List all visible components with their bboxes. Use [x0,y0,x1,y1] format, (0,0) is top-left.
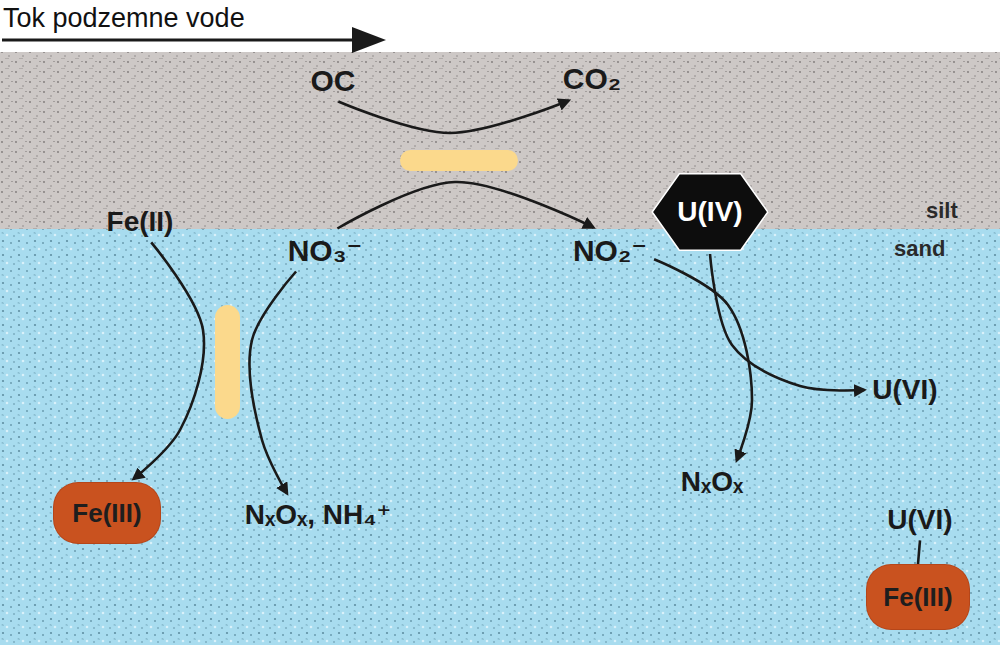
hexagon-fill [652,174,768,250]
species-label: NO₂⁻ [573,234,647,267]
product-label: U(VI) [868,373,941,408]
species-name: Fe(III) [883,583,952,612]
flow-arrow-shaft [2,39,360,42]
product-label: NₓOₓ [677,465,748,500]
layer-name: silt [926,198,958,224]
product-label: NₓOₓ, NH₄⁺ [241,498,396,533]
sorption-link [918,540,920,564]
reaction-arrow [250,272,297,494]
reaction-arrow [338,101,568,134]
species-name: Fe(III) [72,499,141,528]
species-label: NO₃⁻ [288,234,363,267]
species-label: CO₂ [563,62,621,95]
species-label: U(VI) [872,375,937,406]
species-label: U(VI) [887,505,952,536]
reaction-arrow [710,254,864,390]
reactant-label: OC [307,62,360,99]
silt-layer [0,52,1000,229]
reaction-arrow [134,242,204,479]
iron-oxide-blob: Fe(III) [867,565,968,629]
intermediate-label: NO₂⁻ [569,232,651,269]
reaction-arrow [654,259,752,460]
species-label: OC [311,64,356,97]
iron-oxide-blob: Fe(III) [54,483,160,543]
species-label: NₓOₓ, NH₄⁺ [245,500,392,531]
reaction-arrow [337,182,593,229]
catalyst-bar [215,305,240,419]
species-label: NₓOₓ [681,467,744,498]
flow-arrow-head [352,27,386,53]
species-label: Fe(II) [107,207,174,238]
flow-direction-label: Tok podzemne vode [3,3,245,34]
sorbed-uranium-label: U(VI) [883,503,956,538]
species-name: U(IV) [677,197,742,228]
product-label: CO₂ [559,60,625,97]
sky-band [0,0,1000,52]
layer-name: sand [894,236,945,262]
sand-layer [0,229,1000,645]
reactant-label: Fe(II) [103,205,178,240]
uranium-mineral-hexagon: U(IV) [651,173,769,251]
reactant-label: NO₃⁻ [284,232,367,269]
catalyst-bar [400,150,518,171]
